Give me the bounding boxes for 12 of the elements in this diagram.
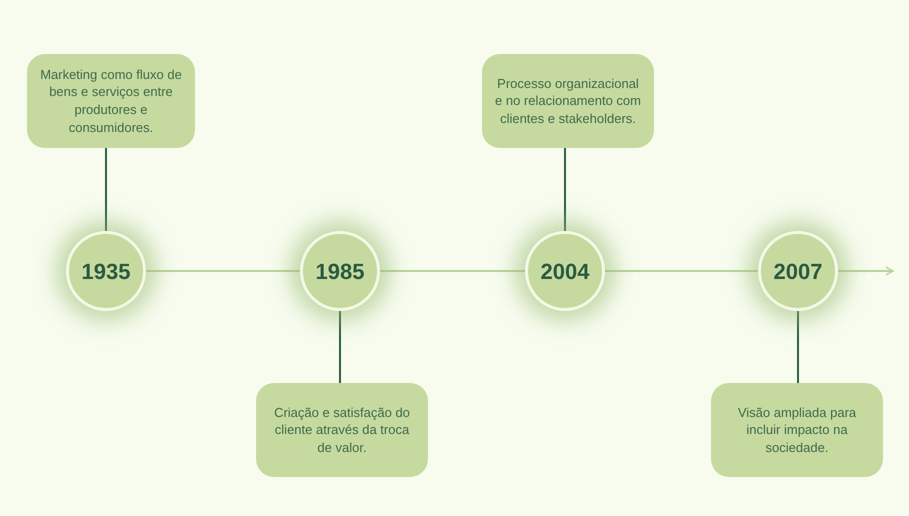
event-box: Processo organizacional e no relacionamento com clientes e stakeholders. [482, 54, 654, 148]
event-box: Visão ampliada para incluir impacto na sociedade. [711, 383, 883, 477]
connector-line [146, 270, 300, 272]
connector-line [380, 270, 525, 272]
event-box: Criação e satisfação do cliente através da troca de valor. [256, 383, 428, 477]
connector-line [105, 148, 107, 231]
arrow [838, 266, 894, 276]
connector-line [605, 270, 758, 272]
connector-line [339, 311, 341, 383]
connector-line [564, 148, 566, 231]
connector-line [797, 311, 799, 383]
event-box: Marketing como fluxo de bens e serviços entre produtores e consumidores. [27, 54, 195, 148]
